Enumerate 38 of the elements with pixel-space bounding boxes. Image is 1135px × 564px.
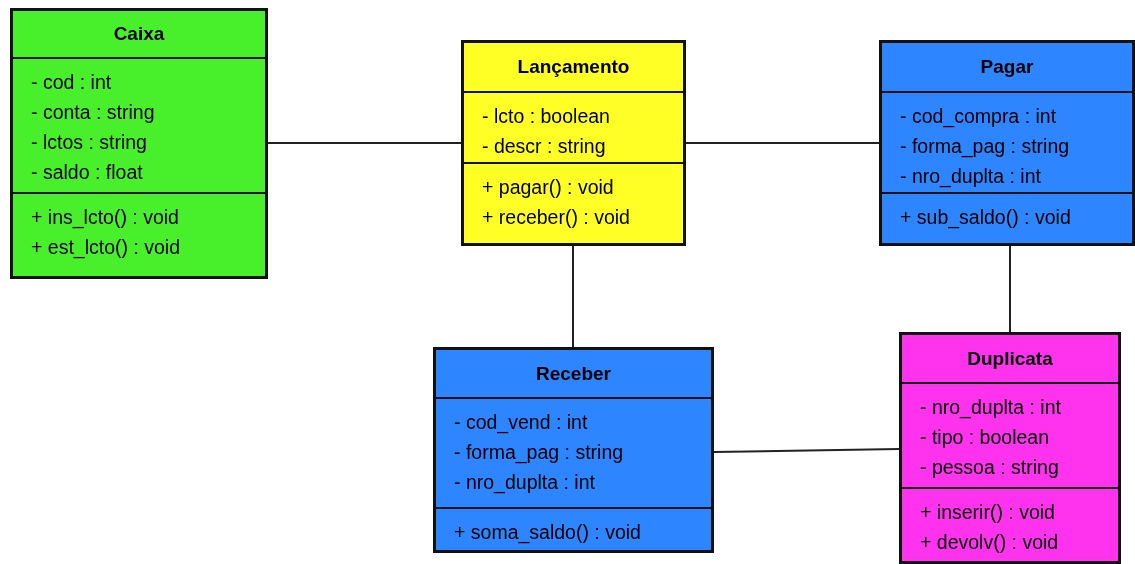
class-box [879, 40, 1135, 246]
attribute-text: - cod_compra : int [900, 104, 1057, 130]
attribute-text: - nro_duplta : int [454, 470, 595, 496]
attribute-text: - lcto : boolean [482, 104, 610, 129]
association-line [572, 245, 574, 348]
class-box [899, 332, 1121, 564]
attribute-text: - nro_duplta : int [900, 164, 1041, 190]
attribute-text: - conta : string [31, 100, 155, 125]
attribute-text: - nro_duplta : int [920, 395, 1061, 421]
attribute-text: - tipo : boolean [920, 425, 1049, 450]
association-line [1009, 245, 1011, 333]
attribute-text: - pessoa : string [920, 455, 1059, 480]
method-text: + soma_saldo() : void [454, 520, 641, 546]
association-line [267, 142, 462, 144]
class-box [461, 40, 686, 246]
method-text: + sub_saldo() : void [900, 205, 1071, 231]
class-box [10, 8, 268, 279]
method-text: + devolv() : void [920, 530, 1059, 555]
class-name: Lançamento [517, 56, 630, 78]
method-text: + ins_lcto() : void [31, 205, 179, 231]
method-text: + pagar() : void [482, 175, 614, 200]
attribute-text: - saldo : float [31, 160, 143, 185]
class-name: Pagar [980, 56, 1034, 78]
attribute-text: - descr : string [482, 134, 606, 159]
attribute-text: - forma_pag : string [454, 440, 624, 466]
method-text: + est_lcto() : void [31, 235, 181, 261]
association-line [713, 448, 900, 453]
attribute-text: - cod : int [31, 70, 112, 95]
association-line [685, 142, 880, 144]
class-name: Caixa [113, 23, 165, 45]
class-name: Duplicata [967, 347, 1053, 370]
attribute-text: - lctos : string [31, 130, 147, 155]
class-box [433, 347, 714, 553]
class-name: Receber [536, 362, 611, 385]
attribute-text: - cod_vend : int [454, 410, 588, 436]
method-text: + inserir() : void [920, 500, 1055, 525]
attribute-text: - forma_pag : string [900, 134, 1070, 160]
method-text: + receber() : void [482, 205, 630, 230]
